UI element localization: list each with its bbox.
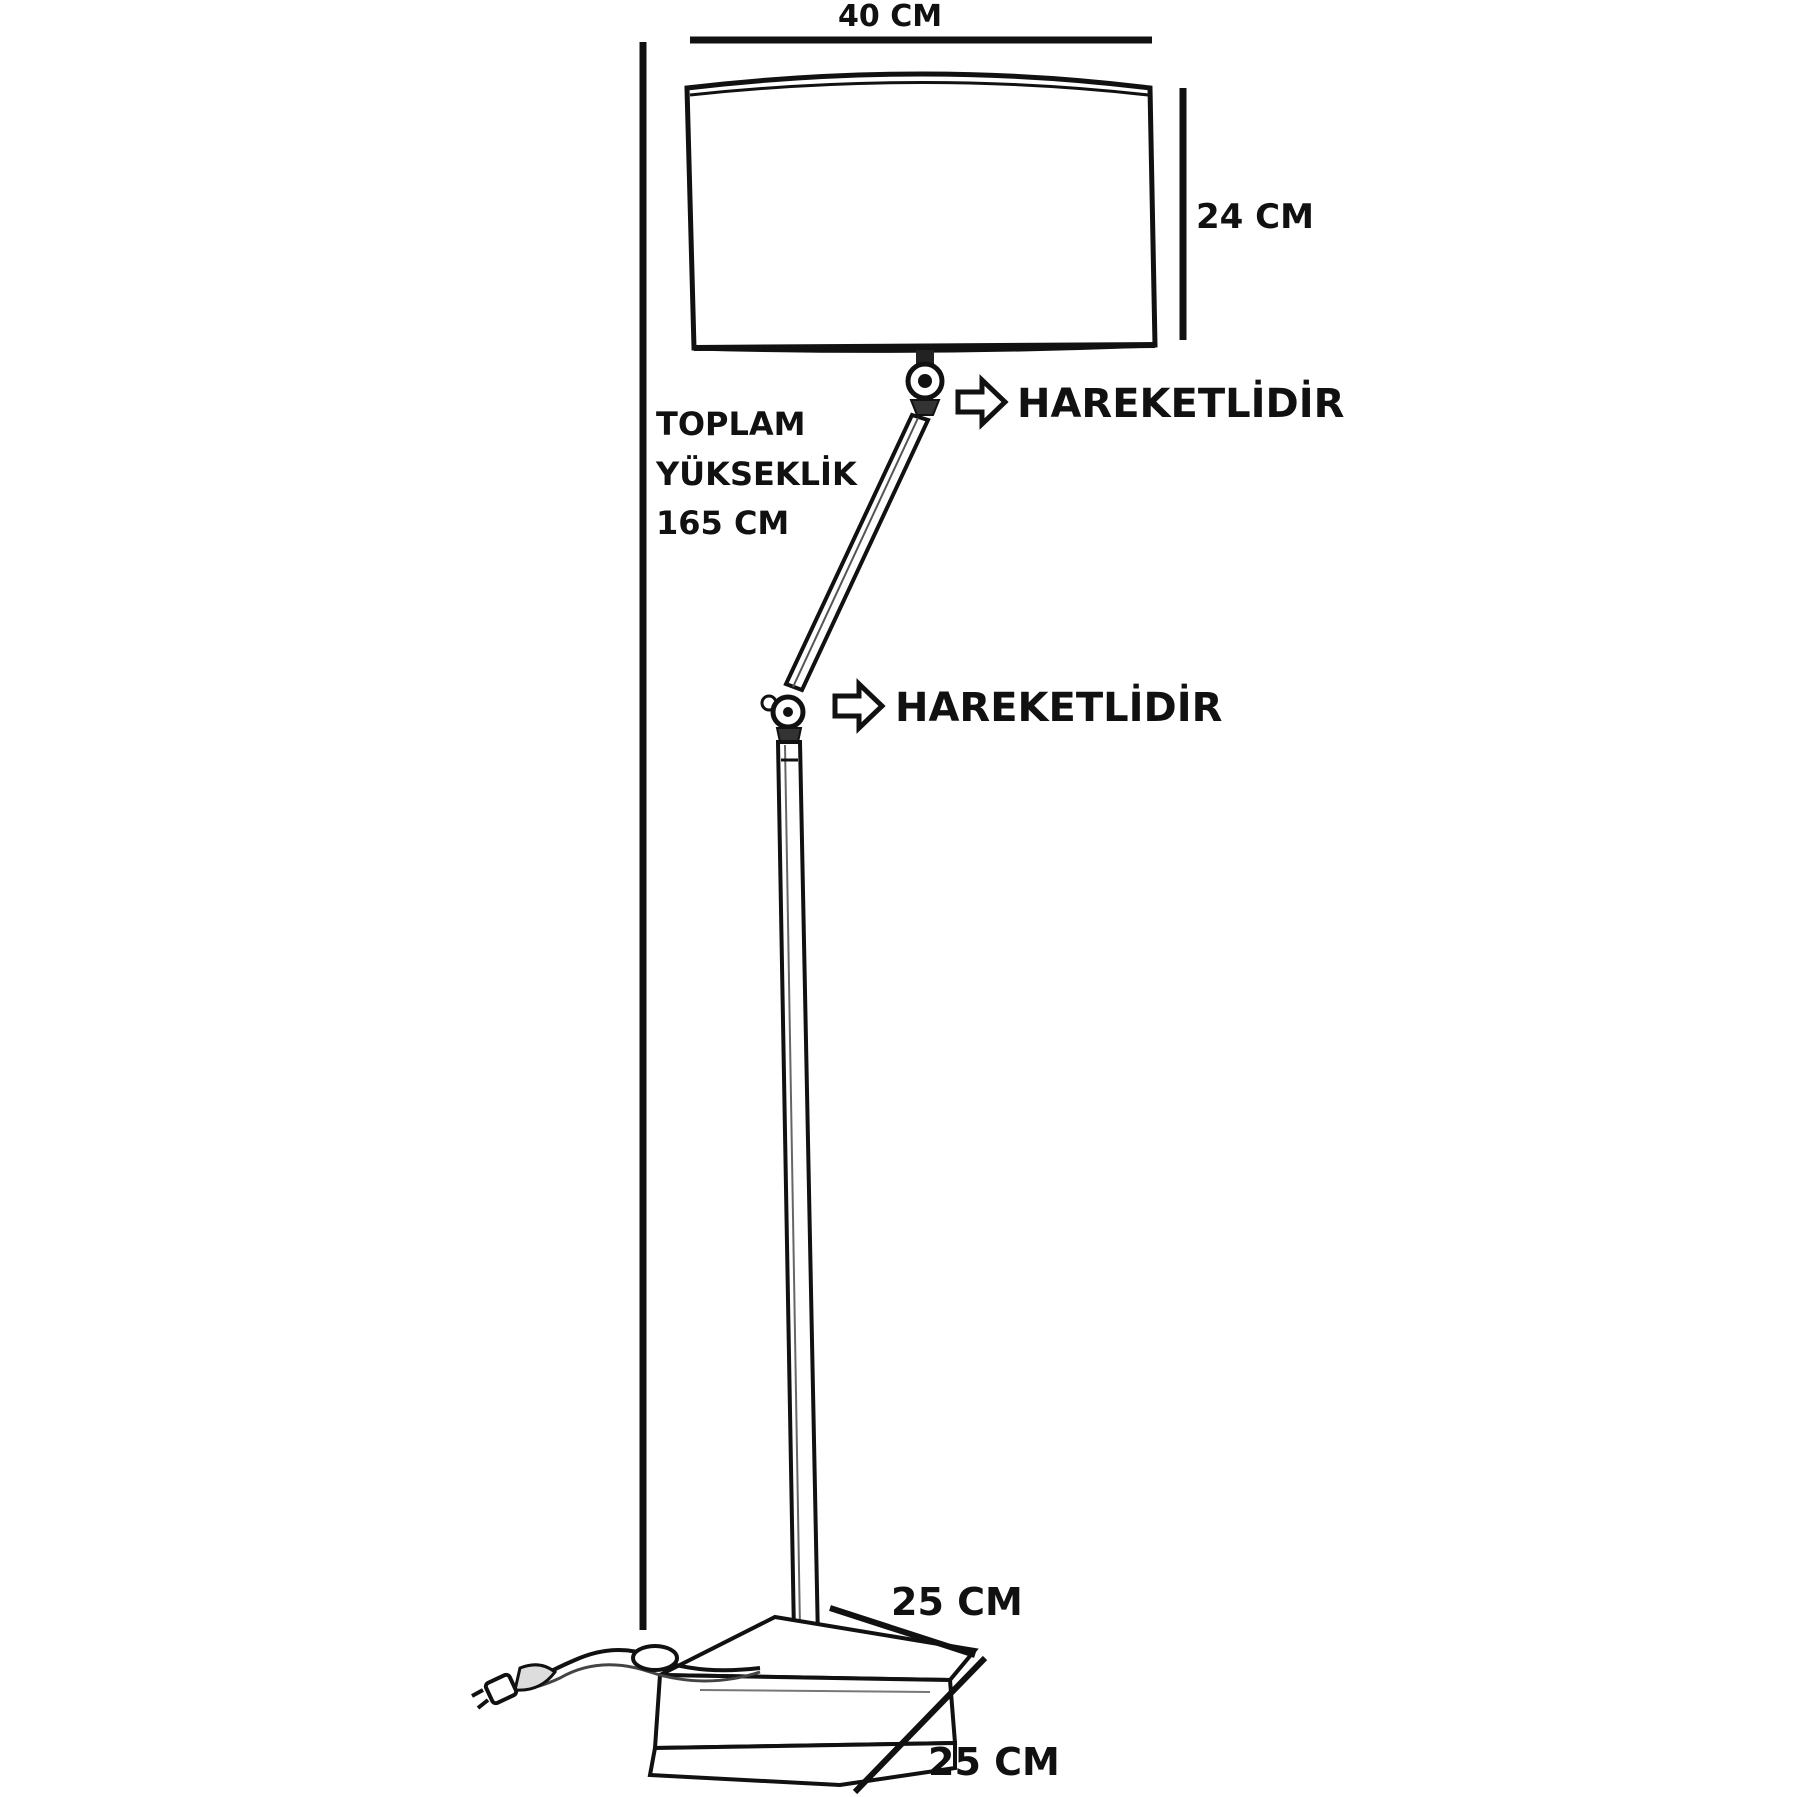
base-depth-label: 25 CM: [928, 1740, 1060, 1784]
lamp-shade: [684, 71, 1158, 353]
base-width-dimension-line: [829, 1605, 976, 1658]
lower-joint-label: HAREKETLİDİR: [895, 685, 1223, 731]
total-height-label: TOPLAM YÜKSEKLİK 165 CM: [656, 400, 857, 549]
lamp-pole: [775, 740, 823, 1694]
arrow-right-icon: [955, 374, 1009, 430]
power-cord: [504, 1644, 761, 1692]
lower-joint: [760, 694, 806, 743]
total-height-line3: 165 CM: [656, 504, 790, 543]
total-height-line1: TOPLAM: [656, 405, 806, 443]
adjustable-arm: [783, 412, 931, 693]
base-depth-dimension-line: [852, 1655, 988, 1795]
total-height-line2: YÜKSEKLİK: [656, 454, 857, 493]
shade-height-label: 24 CM: [1196, 197, 1314, 237]
upper-joint-label: HAREKETLİDİR: [1017, 381, 1345, 427]
upper-joint: [905, 350, 945, 416]
arrow-right-icon: [832, 678, 886, 734]
shade-width-label: 40 CM: [838, 0, 943, 34]
lamp-base: [647, 1614, 979, 1788]
power-plug: [471, 1672, 519, 1710]
base-width-label: 25 CM: [891, 1580, 1023, 1624]
